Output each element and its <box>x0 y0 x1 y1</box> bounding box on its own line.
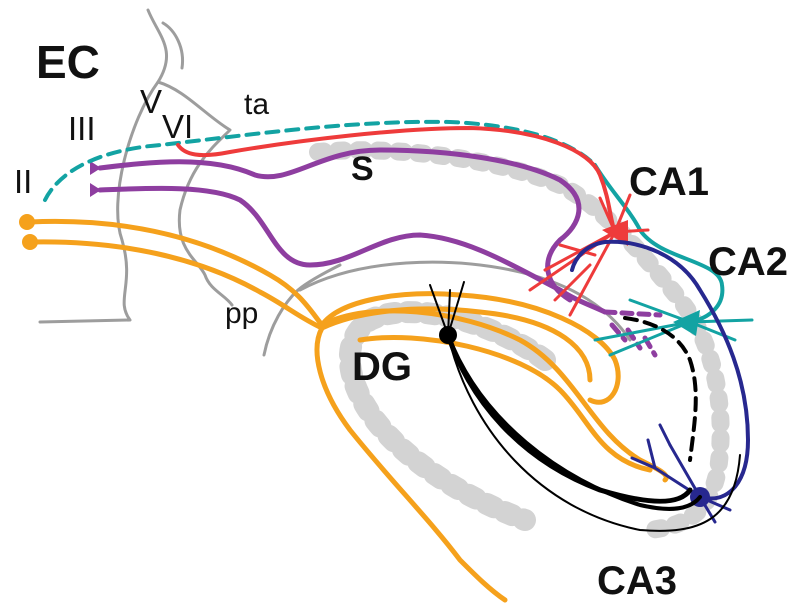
label-layer-ii: II <box>14 163 32 200</box>
ca2-dendrites <box>593 298 754 357</box>
ca1-cell-layer <box>309 141 730 539</box>
label-s: S <box>351 150 374 188</box>
dg-granule-soma <box>439 326 457 344</box>
label-dg: DG <box>352 345 412 389</box>
ca2-soma <box>673 310 700 336</box>
dg-dashed-axon <box>623 316 698 462</box>
ca2-ta-dashed <box>43 119 597 202</box>
label-ca3: CA3 <box>597 559 677 603</box>
label-ca2: CA2 <box>708 240 788 284</box>
layer-iii-terminals <box>90 161 101 197</box>
ca2-axon <box>593 163 725 324</box>
layer-ii-somata <box>19 214 38 250</box>
label-ta: ta <box>244 88 269 121</box>
ca1-dendrites <box>528 193 650 317</box>
label-ca1: CA1 <box>629 160 709 204</box>
ca1-axon <box>176 125 617 234</box>
ca1-soma <box>602 220 628 246</box>
layer-iii-pathway <box>97 147 608 315</box>
ca3-schaffer <box>570 239 751 501</box>
label-layer-vi: VI <box>162 108 193 145</box>
label-layer-v: V <box>140 83 162 120</box>
label-layer-iii: III <box>68 110 96 147</box>
label-pp: pp <box>225 297 258 330</box>
label-ec: EC <box>36 36 100 88</box>
